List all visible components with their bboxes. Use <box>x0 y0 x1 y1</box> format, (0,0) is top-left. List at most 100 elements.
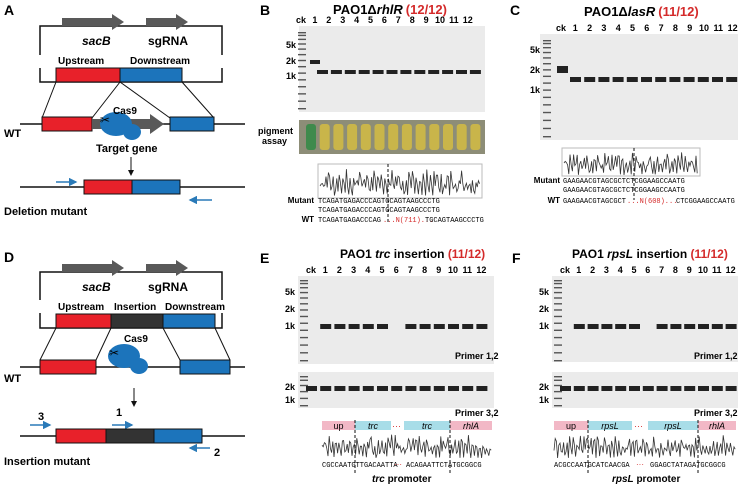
ladder-band <box>554 280 562 282</box>
gel-band <box>334 386 346 391</box>
plasmid-backbone <box>39 271 223 300</box>
sequence-bar-label: trc <box>368 421 378 431</box>
gel-bands <box>300 280 488 407</box>
gel-band <box>348 324 360 329</box>
lane-label: 3 <box>601 23 606 33</box>
gel-band <box>669 77 681 82</box>
lane-label: 4 <box>365 265 370 275</box>
panel-letter-a: A <box>4 2 14 18</box>
gel-band <box>560 386 571 391</box>
gel-bands <box>554 280 737 407</box>
lane-label: 12 <box>726 265 736 275</box>
ladder-label: 2k <box>539 382 550 392</box>
gel-band <box>372 70 384 74</box>
sequence-ellipsis: ··· <box>636 460 644 469</box>
gel-band <box>712 77 723 82</box>
ladder-band <box>543 46 551 49</box>
gel-band <box>629 386 640 391</box>
lane-label: 4 <box>354 15 359 25</box>
sequence-right: GGAGCTATAGATGCGGCG <box>650 462 726 470</box>
cas9-label: Cas9 <box>124 334 148 345</box>
sequence-ellipsis: ··· <box>392 421 401 431</box>
sequence-bar <box>698 421 736 430</box>
lane-label: 8 <box>410 15 415 25</box>
sequence-row-label: Mutant <box>534 176 561 185</box>
ladder-label: 1k <box>285 395 296 405</box>
sacb-label: sacB <box>82 34 111 48</box>
pigment-well <box>429 124 440 150</box>
lane-label: 8 <box>673 265 678 275</box>
gel-band <box>629 324 640 329</box>
chromatogram-trace <box>319 169 480 196</box>
ladder-label: 2k <box>530 65 541 75</box>
lane-label: 6 <box>394 265 399 275</box>
scissors-icon: ✂ <box>109 346 119 360</box>
pigment-well <box>388 124 399 150</box>
lane-label: 3 <box>604 265 609 275</box>
ladder-band <box>298 53 306 56</box>
pigment-well <box>456 124 467 150</box>
ladder-band <box>300 282 308 285</box>
ladder-band <box>554 329 562 331</box>
gel-band <box>462 386 474 391</box>
sequence-bar-label: rhlA <box>709 421 725 431</box>
gel-band <box>419 324 431 329</box>
ladder-band <box>298 86 306 88</box>
ladder-band <box>300 384 308 387</box>
pigment-well <box>306 124 316 150</box>
lane-label: 1 <box>312 15 317 25</box>
gel-band <box>448 386 459 391</box>
downstream-label: Downstream <box>130 56 190 67</box>
gel-band <box>711 386 723 391</box>
gel-band <box>317 70 328 74</box>
lane-label: 10 <box>435 15 445 25</box>
ladder-band <box>300 352 308 354</box>
sequence-bar <box>588 421 632 430</box>
ladder-band <box>554 315 562 318</box>
panel-f-title: PAO1 rpsL insertion (11/12) <box>572 247 728 261</box>
pigment-well <box>347 124 358 150</box>
gel-band <box>598 77 610 82</box>
promoter-caption: trc promoter <box>372 474 432 485</box>
gel-band <box>405 386 417 391</box>
gel-band <box>601 386 613 391</box>
ladder-band <box>543 63 551 65</box>
lane-label: 1 <box>576 265 581 275</box>
gel-band <box>386 70 398 74</box>
ladder-band <box>543 89 551 91</box>
gel-band <box>377 386 388 391</box>
gel-band <box>641 77 652 82</box>
gel-band <box>726 77 738 82</box>
lane-label: 7 <box>408 265 413 275</box>
downstream-box <box>162 313 216 329</box>
ladder-band <box>554 291 562 294</box>
chromatogram-trace <box>321 434 492 459</box>
gel-band <box>334 324 346 329</box>
ladder-band <box>300 329 308 331</box>
lane-label: ck <box>306 265 317 275</box>
gel-band <box>642 386 654 391</box>
gel-band <box>462 324 474 329</box>
panel-letter-f: F <box>512 250 521 266</box>
sgrna-label: sgRNA <box>148 34 188 48</box>
gel-band <box>476 324 488 329</box>
gel-image-top <box>298 276 494 364</box>
ladder-label: 1k <box>530 85 541 95</box>
lane-label: 9 <box>687 23 692 33</box>
chromatogram-trace <box>563 152 698 176</box>
sequence-left: ACGCCAATGCATCAACGA <box>554 462 630 470</box>
ladder-band <box>554 360 562 362</box>
lane-label: 12 <box>728 23 738 33</box>
ladder-band <box>300 390 308 393</box>
primer-bottom-label: Primer 3,2 <box>455 408 499 418</box>
ladder-band <box>300 287 308 289</box>
ladder-band <box>554 397 562 400</box>
pigment-well <box>443 124 453 150</box>
gel-band <box>697 77 709 82</box>
ladder-band <box>300 315 308 318</box>
